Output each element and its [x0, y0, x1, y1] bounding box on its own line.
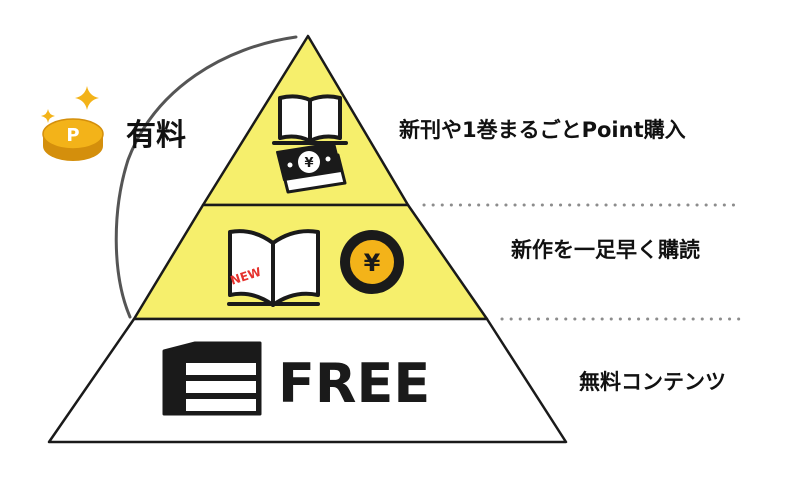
point-coin-icon: P	[41, 86, 104, 161]
open-book-icon	[272, 94, 348, 145]
sparkle-icon	[41, 109, 55, 123]
paid-bracket-arc	[114, 35, 298, 319]
banknote-yen-symbol: ¥	[304, 156, 313, 171]
book-stack-icon	[162, 341, 262, 416]
tier-top-description: 新刊や1巻まるごとPoint購入	[399, 118, 686, 142]
sparkle-icon	[75, 86, 99, 110]
paid-label: 有料	[126, 118, 186, 153]
yen-coin-icon: ¥	[340, 230, 404, 294]
coin-p-letter: P	[66, 125, 79, 146]
coin-yen-symbol: ¥	[364, 249, 381, 277]
free-label: FREE	[278, 352, 430, 415]
new-book-icon: NEW	[227, 229, 320, 307]
tier-bottom-description: 無料コンテンツ	[579, 370, 726, 394]
banknote-icon: ¥	[276, 142, 347, 194]
tier-middle-description: 新作を一足早く購読	[511, 238, 700, 262]
